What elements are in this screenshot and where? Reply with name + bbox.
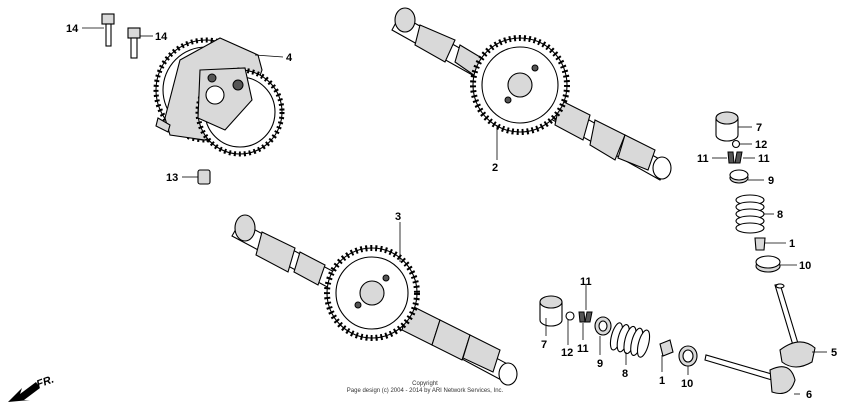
callout-3: 3 xyxy=(395,211,401,223)
callout-11-right-a: 11 xyxy=(697,153,709,165)
callout-1-right: 1 xyxy=(789,238,795,250)
callout-6: 6 xyxy=(806,389,812,401)
callout-5: 5 xyxy=(831,347,837,359)
callout-7-right: 7 xyxy=(756,122,762,134)
callout-8-lower: 8 xyxy=(622,368,628,380)
camshaft-upper xyxy=(391,7,672,181)
callout-7-lower: 7 xyxy=(541,339,547,351)
copyright-notice: Copyright Page design (c) 2004 - 2014 by… xyxy=(0,381,850,395)
callout-4: 4 xyxy=(286,52,293,64)
cam-sprocket-holder-assembly xyxy=(153,37,285,157)
callout-8-right: 8 xyxy=(777,209,783,221)
callouts: 14 14 4 13 2 3 7 12 11 11 9 8 1 10 5 6 1… xyxy=(66,23,837,401)
camshaft-lower xyxy=(231,214,518,386)
callout-13: 13 xyxy=(166,172,178,184)
leader-lines xyxy=(82,27,827,395)
callout-11-right-b: 11 xyxy=(758,153,770,165)
bolt-14-left xyxy=(101,13,115,47)
fr-label: FR. xyxy=(35,373,56,390)
copyright-line-1: Copyright xyxy=(412,381,438,387)
callout-9-right: 9 xyxy=(768,175,774,187)
bolt-14-right xyxy=(127,27,141,59)
callout-10-lower: 10 xyxy=(681,378,693,390)
callout-12-lower: 12 xyxy=(561,347,573,359)
valve-train-upper xyxy=(715,111,816,368)
callout-1-lower: 1 xyxy=(659,375,665,387)
callout-14-right: 14 xyxy=(155,31,168,43)
front-direction-arrow xyxy=(8,382,40,402)
callout-12-right: 12 xyxy=(755,139,767,151)
callout-9-lower: 9 xyxy=(597,358,603,370)
callout-11-lower-bottom: 11 xyxy=(577,343,589,355)
callout-2: 2 xyxy=(492,162,498,174)
callout-10-right: 10 xyxy=(799,260,811,272)
copyright-line-2: Page design (c) 2004 - 2014 by ARI Netwo… xyxy=(346,388,504,394)
dowel-pin-13 xyxy=(197,169,211,185)
valve-train-lower xyxy=(539,295,796,395)
callout-14-left: 14 xyxy=(66,23,79,35)
callout-11-lower-top: 11 xyxy=(580,276,592,288)
